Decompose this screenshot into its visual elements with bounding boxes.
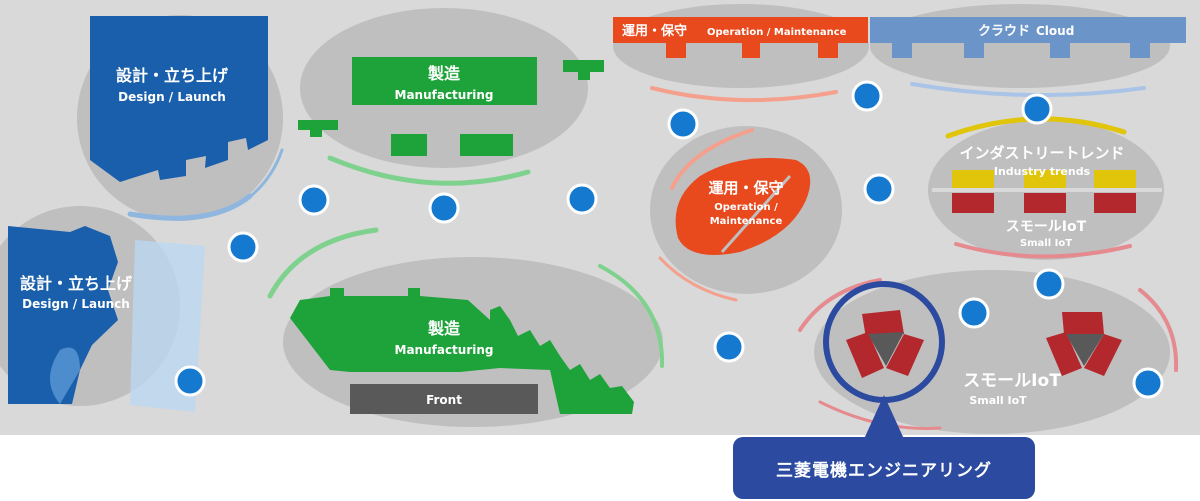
operation-center-title-en-2: Maintenance xyxy=(710,216,783,227)
zone-manufacturing-top[interactable]: 製造 Manufacturing xyxy=(298,8,604,186)
industry-title-en: Industry trends xyxy=(994,165,1091,178)
location-dot-icon[interactable] xyxy=(227,231,259,263)
industry-booth-3-bottom xyxy=(1094,193,1136,213)
cloud-banner-title-ja: クラウド xyxy=(978,24,1030,39)
location-dot-icon[interactable] xyxy=(713,331,745,363)
industry-booth-2-top xyxy=(1024,170,1066,188)
manufacturing-top-arc xyxy=(327,155,531,186)
manufacturing-main-title-ja: 製造 xyxy=(427,319,461,338)
small-iot-booth-2 xyxy=(1046,312,1122,376)
manufacturing-main-booth xyxy=(290,288,634,414)
design-top-title-ja: 設計・立ち上げ xyxy=(116,66,229,85)
manufacturing-top-title-ja: 製造 xyxy=(427,64,461,83)
zone-small-iot[interactable]: スモールIoT Small IoT xyxy=(798,270,1179,434)
location-dot-icon[interactable] xyxy=(1033,268,1065,300)
small-iot-arc-right xyxy=(1138,288,1179,372)
operation-banner-title-ja: 運用・保守 xyxy=(622,23,687,39)
location-dot-icon[interactable] xyxy=(298,184,330,216)
manufacturing-main-arc-right xyxy=(598,264,665,368)
floor-map-svg: 設計・立ち上げ Design / Launch 設計・立ち上げ Design /… xyxy=(0,4,1186,434)
company-callout-label: 三菱電機エンジニアリング xyxy=(776,460,992,481)
industry-title-ja: インダストリートレンド xyxy=(959,144,1124,162)
design-left-accent xyxy=(50,347,80,404)
design-left-title-en: Design / Launch xyxy=(22,297,130,311)
manufacturing-top-booth xyxy=(352,57,537,105)
small-iot-arc-left xyxy=(798,278,882,332)
operation-center-title-en-1: Operation / xyxy=(714,202,778,213)
manufacturing-top-table-left xyxy=(298,120,338,137)
location-dot-icon[interactable] xyxy=(1132,367,1164,399)
design-left-booth xyxy=(8,226,118,404)
callout-pointer xyxy=(864,395,904,439)
design-top-booth xyxy=(90,16,268,182)
location-dot-icon[interactable] xyxy=(566,183,598,215)
design-top-title-en: Design / Launch xyxy=(118,90,226,104)
location-markers xyxy=(174,80,1164,399)
manufacturing-top-block-2 xyxy=(460,134,513,156)
location-dot-icon[interactable] xyxy=(667,108,699,140)
small-iot-booth-1 xyxy=(846,310,924,378)
location-dot-icon[interactable] xyxy=(1021,93,1053,125)
operation-center-title-ja: 運用・保守 xyxy=(708,179,783,197)
operation-banner-title-en: Operation / Maintenance xyxy=(707,27,847,38)
cloud-banner-booth xyxy=(870,17,1186,58)
operation-center-arc-bottom xyxy=(658,256,738,302)
zone-operation-banner[interactable]: 運用・保守 Operation / Maintenance xyxy=(613,4,869,103)
zone-industry-trends[interactable]: インダストリートレンド Industry trends スモールIoT Smal… xyxy=(928,116,1164,260)
front-stage xyxy=(350,384,538,414)
zone-design-top[interactable]: 設計・立ち上げ Design / Launch xyxy=(77,15,284,221)
small-iot-title-ja: スモールIoT xyxy=(963,371,1061,391)
operation-center-booth xyxy=(675,158,811,255)
cloud-banner-arc xyxy=(910,82,1146,98)
zone-manufacturing-main[interactable]: Front 製造 Manufacturing xyxy=(267,227,665,427)
zone-cloud-banner[interactable]: クラウド Cloud xyxy=(870,4,1186,98)
operation-banner-booth xyxy=(613,17,868,58)
location-dot-icon[interactable] xyxy=(863,173,895,205)
manufacturing-top-table-right xyxy=(563,60,604,80)
industry-booth-2-bottom xyxy=(1024,193,1066,213)
operation-center-arc-top xyxy=(670,128,754,190)
industry-arc-bottom xyxy=(954,242,1132,259)
zone-operation-center[interactable]: 運用・保守 Operation / Maintenance xyxy=(650,126,842,302)
cloud-banner-area xyxy=(870,4,1170,88)
industry-booth-3-top xyxy=(1094,170,1136,188)
location-dot-icon[interactable] xyxy=(174,365,206,397)
operation-banner-arc xyxy=(650,86,838,103)
manufacturing-top-block-1 xyxy=(391,134,427,156)
design-left-title-ja: 設計・立ち上げ xyxy=(20,274,133,293)
front-label: Front xyxy=(426,393,462,407)
zone-design-left[interactable]: 設計・立ち上げ Design / Launch xyxy=(0,206,205,412)
location-dot-icon[interactable] xyxy=(428,192,460,224)
location-dot-icon[interactable] xyxy=(958,297,990,329)
manufacturing-main-arc-left xyxy=(267,227,379,299)
industry-booth-1-top xyxy=(952,170,994,188)
industry-sub-en: Small IoT xyxy=(1020,238,1072,249)
industry-booth-1-bottom xyxy=(952,193,994,213)
small-iot-title-en: Small IoT xyxy=(969,394,1027,407)
small-iot-area xyxy=(814,270,1170,434)
company-callout[interactable]: 三菱電機エンジニアリング xyxy=(733,437,1035,499)
industry-sub-ja: スモールIoT xyxy=(1006,219,1087,235)
manufacturing-main-title-en: Manufacturing xyxy=(395,343,494,357)
location-dot-icon[interactable] xyxy=(851,80,883,112)
manufacturing-top-title-en: Manufacturing xyxy=(395,88,494,102)
design-top-arc xyxy=(127,193,253,221)
operation-center-divider xyxy=(720,174,792,254)
design-top-arc-2 xyxy=(244,148,284,202)
cloud-banner-title-en: Cloud xyxy=(1036,24,1074,38)
